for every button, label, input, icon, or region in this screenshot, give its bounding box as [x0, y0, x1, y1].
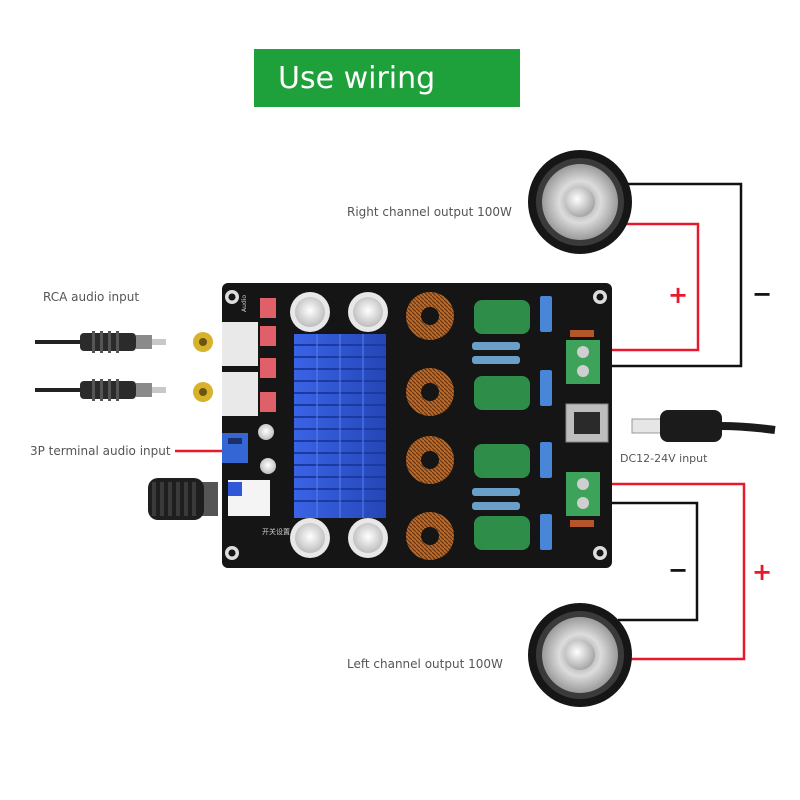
rca-audio-input-label: RCA audio input: [43, 290, 140, 304]
board-audio-label: Audio: [241, 295, 248, 312]
dc-input-label: DC12-24V input: [620, 452, 708, 465]
terminal-audio-input-label: 3P terminal audio input: [30, 444, 171, 458]
rca-cable-icon: [35, 331, 166, 401]
dc-power-plug-icon: [631, 410, 776, 442]
left-negative-wire: [598, 501, 699, 622]
left-channel-output-label: Left channel output 100W: [347, 657, 503, 671]
rca-jacks: [193, 322, 258, 416]
right-speaker-icon: [528, 150, 632, 254]
film-capacitors: [474, 300, 530, 550]
title-text: Use wiring: [278, 60, 436, 96]
left-positive-wire: [598, 482, 746, 661]
inductors: [406, 292, 454, 560]
right-plus-symbol: +: [668, 281, 688, 309]
right-output-terminal: [566, 340, 600, 384]
amplifier-board: Audio 开关设置: [148, 283, 612, 568]
board-switch-label: 开关设置: [262, 527, 290, 536]
right-channel-output-label: Right channel output 100W: [347, 205, 512, 219]
right-speaker-wires: [598, 182, 743, 368]
terminal-connector: [222, 433, 248, 463]
left-plus-symbol: +: [752, 558, 772, 586]
left-output-terminal: [566, 472, 600, 516]
right-negative-wire: [598, 182, 743, 368]
heatsink: [294, 334, 386, 518]
volume-knob-icon: [148, 478, 218, 520]
title-banner: Use wiring: [254, 49, 520, 107]
right-positive-wire: [598, 222, 700, 352]
left-minus-symbol: −: [668, 556, 688, 584]
right-minus-symbol: −: [752, 280, 772, 308]
left-speaker-icon: [528, 603, 632, 707]
left-speaker-wires: [598, 482, 746, 661]
